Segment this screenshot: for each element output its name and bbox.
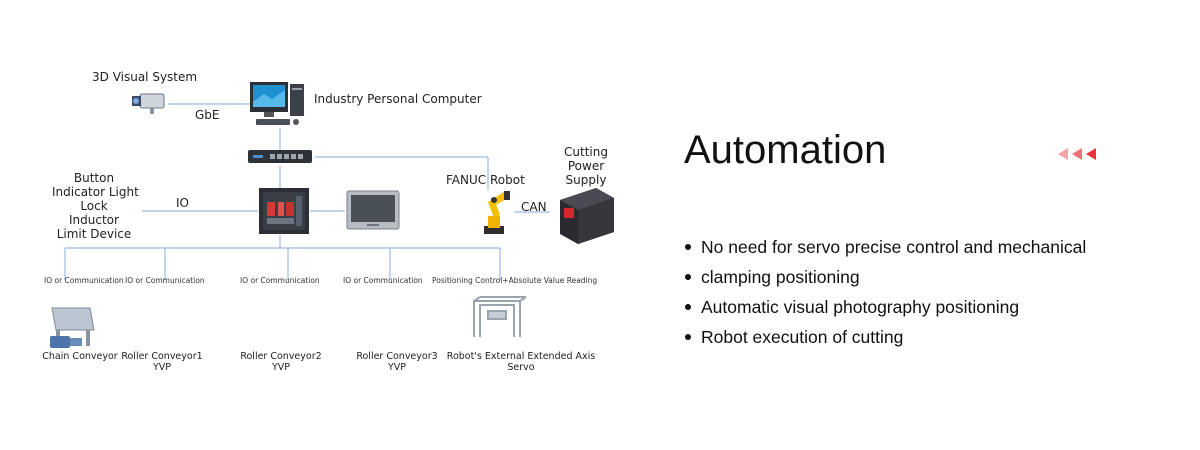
- plc-cabinet-icon: [259, 188, 309, 234]
- caption-roller-conveyor-1: Roller Conveyor1 YVP: [118, 351, 206, 373]
- power-supply-label: Cutting Power Supply: [556, 145, 616, 187]
- power-supply-label-line: Cutting: [564, 145, 608, 159]
- caption-line: Chain Conveyor: [42, 351, 118, 362]
- robot-arm-icon: [484, 191, 510, 234]
- diagram-graphics: [50, 82, 614, 348]
- system-architecture-diagram: 3D Visual System GbE Industry Personal C…: [40, 70, 616, 373]
- caption-line: Robot's External Extended Axis: [446, 351, 596, 362]
- io-device-inductor: Inductor: [69, 213, 119, 227]
- caption-roller-conveyor-2: Roller Conveyor2 YVP: [237, 351, 325, 373]
- bus-label: IO or Communication: [240, 276, 320, 285]
- power-supply-label-line: Power: [567, 159, 605, 173]
- caption-line: Roller Conveyor3: [356, 351, 438, 362]
- list-item: No need for servo precise control and me…: [684, 232, 1086, 262]
- feature-list: No need for servo precise control and me…: [684, 232, 1086, 352]
- robot-label: FANUC Robot: [446, 173, 525, 187]
- caption-line: YVP: [387, 362, 407, 373]
- gbe-label: GbE: [195, 108, 220, 122]
- chain-conveyor-icon: [50, 307, 95, 348]
- caption-chain-conveyor: Chain Conveyor: [40, 351, 120, 362]
- computer-icon: [250, 82, 304, 125]
- caption-line: Roller Conveyor1: [121, 351, 203, 362]
- connection-lines: [64, 103, 550, 280]
- feature-panel: Automation No need for servo precise con…: [684, 0, 1184, 450]
- caption-line: Roller Conveyor2: [240, 351, 322, 362]
- caption-roller-conveyor-3: Roller Conveyor3 YVP: [353, 351, 441, 373]
- network-switch-icon: [248, 150, 312, 163]
- camera-icon: [132, 93, 165, 114]
- list-item: Automatic visual photography positioning: [684, 292, 1086, 322]
- page-title: Automation: [684, 128, 887, 172]
- io-device-indicator-light: Indicator Light: [52, 185, 139, 199]
- vision-system-label: 3D Visual System: [92, 70, 198, 84]
- io-devices-list: Button Indicator Light Lock Inductor Lim…: [52, 171, 139, 241]
- list-item: Robot execution of cutting: [684, 322, 1086, 352]
- caption-line: YVP: [271, 362, 291, 373]
- ipc-label: Industry Personal Computer: [314, 92, 482, 106]
- bus-label: Positioning Control+Absolute Value Readi…: [432, 276, 598, 285]
- external-axis-frame-icon: [473, 296, 527, 337]
- caption-line: YVP: [152, 362, 172, 373]
- io-device-limit-device: Limit Device: [56, 227, 132, 241]
- hmi-panel-icon: [346, 190, 400, 230]
- can-label: CAN: [521, 200, 547, 214]
- list-item: clamping positioning: [684, 262, 1086, 292]
- power-supply-icon: [560, 188, 614, 244]
- power-supply-label-line: Supply: [565, 173, 607, 187]
- bus-label: IO or Communication: [44, 276, 124, 285]
- io-device-button: Button: [73, 171, 115, 185]
- io-device-lock: Lock: [80, 199, 108, 213]
- caption-external-axis: Robot's External Extended Axis Servo: [446, 351, 596, 373]
- bus-label: IO or Communication: [343, 276, 423, 285]
- caption-line: Servo: [507, 362, 535, 373]
- io-label: IO: [176, 196, 189, 210]
- bus-label: IO or Communication: [125, 276, 205, 285]
- triple-arrow-icon: [1058, 148, 1096, 160]
